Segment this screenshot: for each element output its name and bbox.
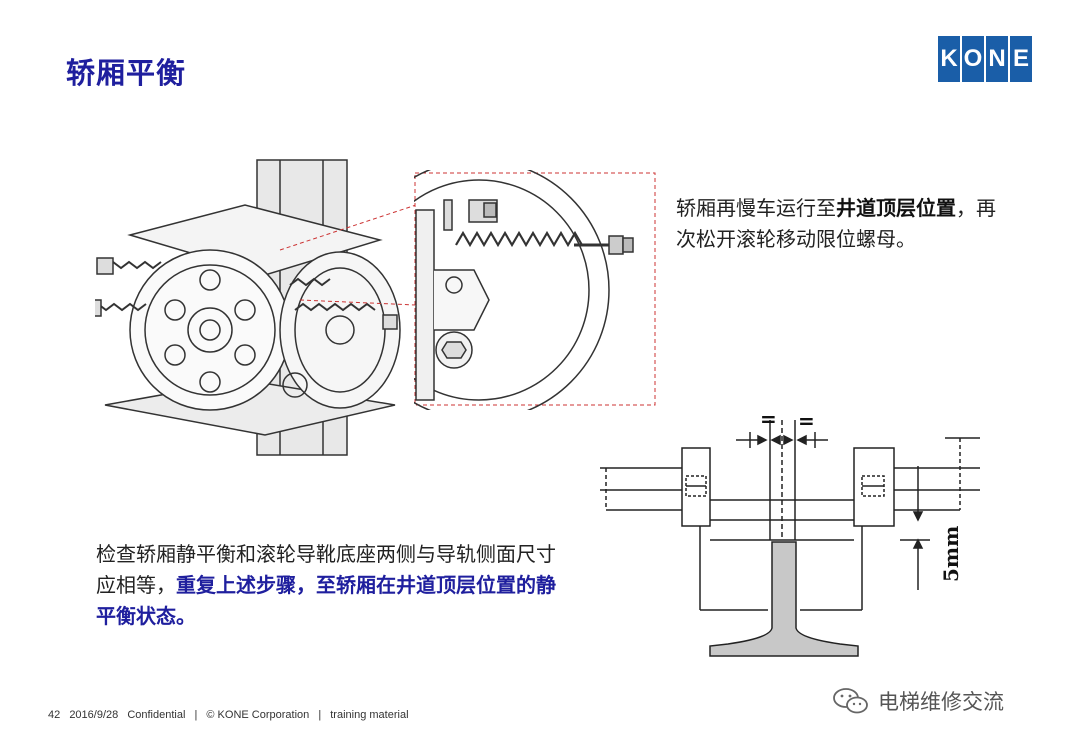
page-number: 42	[48, 709, 61, 721]
left-text-highlight: 重复上述步骤，至轿厢在井道顶层位置的静平衡状态。	[96, 573, 556, 628]
watermark-text: 电梯维修交流	[878, 690, 1004, 714]
logo-letter-k: K	[938, 36, 960, 82]
logo-letter-e: E	[1010, 36, 1032, 82]
slide-title: 轿厢平衡	[66, 56, 187, 90]
right-text-part1: 轿厢再慢车运行至	[676, 196, 836, 220]
logo-letter-o: O	[962, 36, 984, 82]
dimension-label: 5mm	[939, 526, 963, 582]
dimension-drawing: = = 5mm	[600, 410, 980, 657]
callout-lines	[279, 204, 417, 306]
footer-copyright: © KONE Corporation	[206, 709, 310, 721]
right-instruction-text: 轿厢再慢车运行至井道顶层位置，再次松开滚轮移动限位螺母。	[676, 193, 1006, 255]
footer-separator: |	[194, 709, 198, 721]
wechat-icon	[833, 688, 868, 714]
zoom-detail-illustration	[414, 170, 656, 410]
logo-letter-n: N	[986, 36, 1008, 82]
slide-footer: 42 2016/9/28 Confidential | © KONE Corpo…	[48, 709, 415, 721]
footer-separator: |	[318, 709, 322, 721]
roller-guide-illustration	[95, 159, 401, 456]
footer-material: training material	[330, 709, 409, 721]
wechat-watermark: 电梯维修交流	[832, 683, 1004, 719]
kone-logo: K O N E	[938, 36, 1034, 82]
equal-sign-right: =	[798, 410, 815, 433]
right-text-part2: ，再次松开滚轮移动限位螺母。	[676, 196, 996, 251]
equal-sign-left: =	[760, 410, 777, 431]
left-text-part1: 检查轿厢静平衡和滚轮导靴底座两侧与导轨侧面尺寸应相等，	[96, 542, 556, 597]
right-text-bold: 井道顶层位置	[836, 196, 956, 220]
footer-confidential: Confidential	[127, 709, 186, 721]
footer-date: 2016/9/28	[69, 709, 119, 721]
left-instruction-text: 检查轿厢静平衡和滚轮导靴底座两侧与导轨侧面尺寸应相等，重复上述步骤，至轿厢在井道…	[96, 539, 566, 632]
